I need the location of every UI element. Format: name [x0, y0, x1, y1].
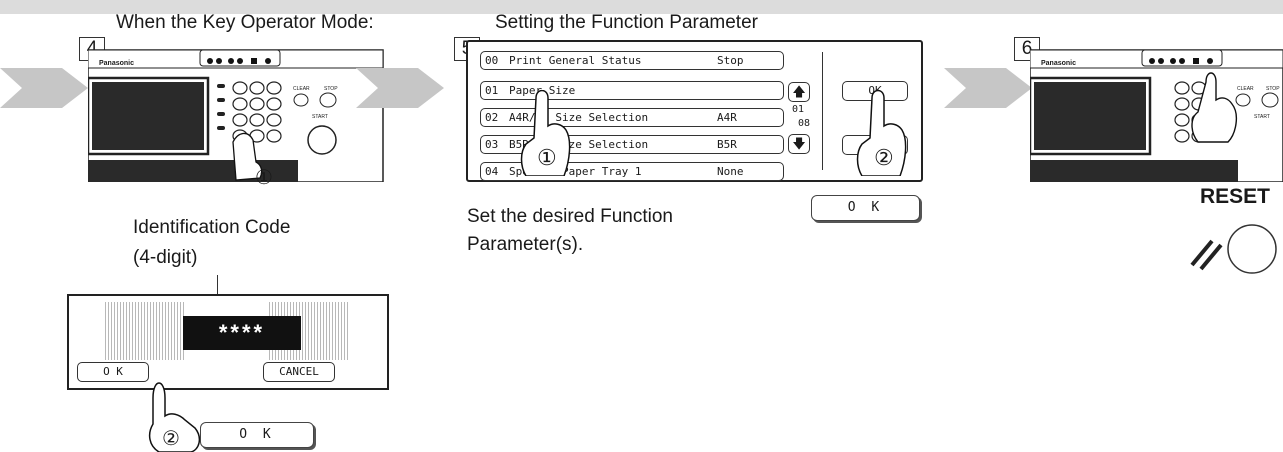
step4-caption: When the Key Operator Mode:: [116, 12, 374, 33]
clear-label: CLEAR: [293, 86, 310, 92]
step5-caption: Setting the Function Parameter: [495, 12, 758, 33]
step-arrow-chevron: [0, 68, 88, 108]
top-band: [0, 0, 1283, 14]
dialog-cancel-button[interactable]: CANCEL: [263, 362, 335, 382]
code-label-line1: Identification Code: [133, 217, 291, 238]
stop-label: STOP: [324, 86, 338, 92]
code-display: ****: [183, 316, 301, 350]
stop-label: STOP: [1266, 86, 1280, 92]
pointer-badge-2: ②: [874, 145, 894, 170]
instruction-line2: Parameter(s).: [467, 234, 584, 255]
step-arrow-chevron: [944, 68, 1032, 108]
control-panel-illustration: [1030, 49, 1283, 182]
brand-logo: Panasonic: [1041, 60, 1077, 67]
start-label: START: [1254, 114, 1270, 120]
code-label-line2: (4-digit): [133, 247, 198, 268]
scroll-up-button[interactable]: 🡅: [788, 82, 810, 102]
code-entry-dialog: **** O K CANCEL: [67, 294, 389, 390]
arrow-up-icon: 🡅: [792, 85, 806, 100]
page-indicator-top: 01: [792, 104, 805, 115]
brand-logo: Panasonic: [99, 60, 135, 67]
page-indicator-bottom: 08: [798, 118, 811, 129]
hand-pointer-icon: [856, 90, 907, 176]
ok-button-step5[interactable]: O K: [811, 195, 920, 221]
control-panel-illustration: [88, 49, 384, 182]
arrow-down-icon: 🡇: [792, 137, 806, 152]
dialog-ok-button[interactable]: O K: [77, 362, 149, 382]
pointer-badge-1: ①: [255, 167, 273, 189]
pointer-badge-2: ②: [162, 428, 180, 450]
reset-label: RESET: [1200, 185, 1271, 208]
pointer-badge-1: ①: [537, 145, 557, 170]
instruction-line1: Set the desired Function: [467, 206, 673, 227]
hand-pointer-icon: [520, 90, 571, 176]
start-label: START: [312, 114, 328, 120]
hand-pointer-icon: [148, 382, 201, 452]
scroll-down-button[interactable]: 🡇: [788, 134, 810, 154]
dialog-stripes-left: [105, 302, 185, 360]
clear-label: CLEAR: [1237, 86, 1254, 92]
screen-divider: [822, 52, 823, 170]
reset-icon[interactable]: [1188, 217, 1280, 277]
step-arrow-chevron: [356, 68, 444, 108]
ok-button-step4[interactable]: O K: [200, 422, 314, 448]
